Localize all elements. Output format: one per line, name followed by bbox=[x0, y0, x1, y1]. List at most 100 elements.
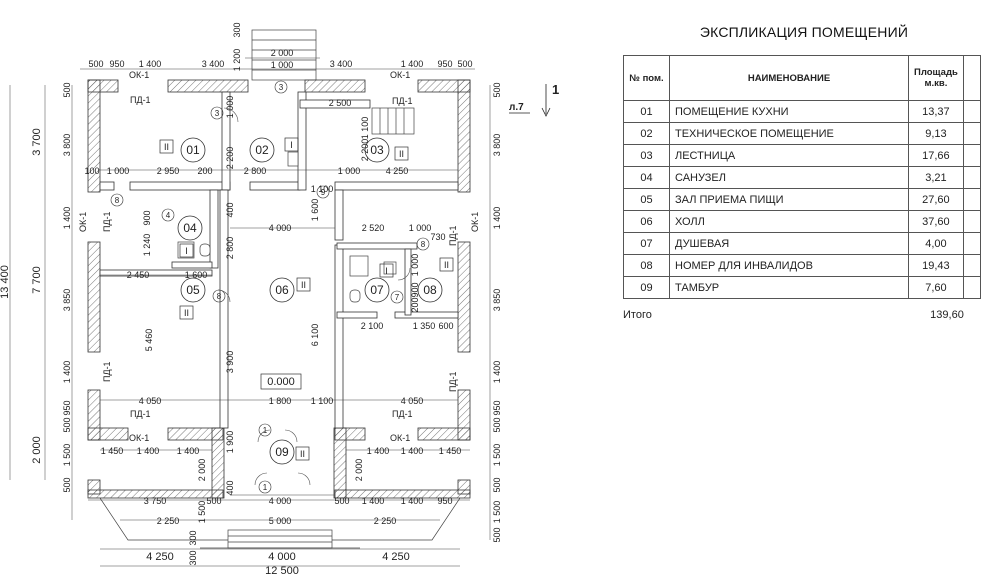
row-extra bbox=[962, 188, 981, 211]
row-name: ЗАЛ ПРИЕМА ПИЩИ bbox=[669, 188, 909, 211]
svg-text:500: 500 bbox=[62, 417, 72, 432]
row-area: 13,37 bbox=[908, 100, 964, 123]
row-area: 37,60 bbox=[908, 210, 964, 233]
svg-text:1 200: 1 200 bbox=[232, 49, 242, 72]
svg-text:730: 730 bbox=[430, 232, 445, 242]
svg-text:3: 3 bbox=[215, 109, 220, 118]
svg-text:1 000: 1 000 bbox=[410, 254, 420, 277]
svg-text:ПД-1: ПД-1 bbox=[130, 95, 151, 105]
svg-text:3 900: 3 900 bbox=[225, 351, 235, 374]
svg-text:2 000: 2 000 bbox=[354, 459, 364, 482]
svg-text:II: II bbox=[164, 142, 169, 152]
svg-text:4 000: 4 000 bbox=[269, 223, 292, 233]
svg-text:7 700: 7 700 bbox=[31, 266, 43, 294]
room-label-09: 09 bbox=[269, 439, 295, 465]
svg-text:II: II bbox=[184, 308, 189, 318]
svg-text:1 600: 1 600 bbox=[310, 199, 320, 222]
svg-text:1: 1 bbox=[552, 82, 559, 97]
table-row: 02 ТЕХНИЧЕСКОЕ ПОМЕЩЕНИЕ 9,13 bbox=[623, 122, 981, 145]
svg-text:04: 04 bbox=[183, 221, 197, 235]
svg-text:4 000: 4 000 bbox=[269, 496, 292, 506]
svg-text:1 400: 1 400 bbox=[139, 59, 162, 69]
table-row: 04 САНУЗЕЛ 3,21 bbox=[623, 166, 981, 189]
row-extra bbox=[962, 210, 981, 233]
dims-left-overall: 13 400 3 700 7 700 2 000 bbox=[0, 128, 43, 464]
section-cut: 1 л.7 bbox=[509, 82, 559, 117]
svg-text:2 500: 2 500 bbox=[329, 98, 352, 108]
svg-text:1 500: 1 500 bbox=[492, 501, 502, 524]
class-mark-text: II I II I II II I II II bbox=[164, 140, 449, 459]
svg-text:3: 3 bbox=[279, 83, 284, 92]
dims-right-inner: 500 3 800 1 400 3 850 1 400 950 500 1 50… bbox=[492, 82, 502, 542]
row-name: ПОМЕЩЕНИЕ КУХНИ bbox=[669, 100, 909, 123]
stairs-interior bbox=[371, 107, 415, 135]
row-area: 27,60 bbox=[908, 188, 964, 211]
row-name: ХОЛЛ bbox=[669, 210, 909, 233]
svg-text:500: 500 bbox=[62, 477, 72, 492]
svg-text:08: 08 bbox=[423, 283, 437, 297]
room-labels: 01 02 03 04 05 06 07 08 bbox=[177, 137, 443, 465]
svg-text:ПД-1: ПД-1 bbox=[130, 409, 151, 419]
header-area: Площадь м.кв. bbox=[908, 55, 964, 101]
room-label-01: 01 bbox=[180, 137, 206, 163]
svg-text:ОК-1: ОК-1 bbox=[129, 433, 149, 443]
svg-text:8: 8 bbox=[421, 240, 426, 249]
row-extra bbox=[962, 166, 981, 189]
table-row: 09 ТАМБУР 7,60 bbox=[623, 276, 981, 299]
svg-text:100: 100 bbox=[84, 166, 99, 176]
total-label: Итого bbox=[623, 309, 652, 321]
svg-text:1 400: 1 400 bbox=[401, 59, 424, 69]
dimension-lines bbox=[9, 57, 491, 567]
header-extra bbox=[962, 55, 981, 101]
svg-text:3 700: 3 700 bbox=[31, 128, 43, 156]
svg-text:2 200: 2 200 bbox=[225, 147, 235, 170]
room-label-02: 02 bbox=[249, 137, 275, 163]
svg-text:500: 500 bbox=[492, 477, 502, 492]
svg-text:09: 09 bbox=[275, 445, 289, 459]
svg-text:ПД-1: ПД-1 bbox=[448, 371, 458, 392]
svg-text:1 400: 1 400 bbox=[367, 446, 390, 456]
svg-text:ОК-1: ОК-1 bbox=[390, 70, 410, 80]
svg-text:1 400: 1 400 bbox=[62, 207, 72, 230]
room-label-08: 08 bbox=[417, 277, 443, 303]
row-num: 01 bbox=[623, 100, 670, 123]
row-num: 07 bbox=[623, 232, 670, 255]
svg-text:1 100: 1 100 bbox=[311, 184, 334, 194]
row-num: 05 bbox=[623, 188, 670, 211]
svg-text:950: 950 bbox=[437, 59, 452, 69]
table-header-row: № пом. НАИМЕНОВАНИЕ Площадь м.кв. bbox=[623, 55, 981, 101]
row-num: 08 bbox=[623, 254, 670, 277]
svg-text:8: 8 bbox=[115, 196, 120, 205]
svg-text:300: 300 bbox=[188, 550, 198, 565]
svg-text:ПД-1: ПД-1 bbox=[102, 361, 112, 382]
svg-text:950: 950 bbox=[62, 400, 72, 415]
svg-text:1 000: 1 000 bbox=[338, 166, 361, 176]
svg-text:II: II bbox=[444, 260, 449, 270]
svg-text:06: 06 bbox=[275, 283, 289, 297]
dims-left-inner: 500 3 800 1 400 3 850 1 400 950 500 1 50… bbox=[62, 82, 72, 492]
table-row: 01 ПОМЕЩЕНИЕ КУХНИ 13,37 bbox=[623, 100, 981, 123]
svg-text:400: 400 bbox=[225, 202, 235, 217]
row-area: 17,66 bbox=[908, 144, 964, 167]
svg-text:1 100: 1 100 bbox=[311, 396, 334, 406]
header-num: № пом. bbox=[623, 55, 670, 101]
svg-text:3 800: 3 800 bbox=[62, 134, 72, 157]
svg-text:ОК-1: ОК-1 bbox=[390, 433, 410, 443]
svg-text:1 000: 1 000 bbox=[225, 96, 235, 119]
row-name: ТАМБУР bbox=[669, 276, 909, 299]
level-mark: 0.000 bbox=[260, 373, 302, 390]
svg-text:5 000: 5 000 bbox=[269, 516, 292, 526]
row-name: САНУЗЕЛ bbox=[669, 166, 909, 189]
svg-text:950: 950 bbox=[492, 400, 502, 415]
class-marks bbox=[159, 137, 454, 461]
stairs-top bbox=[251, 29, 317, 81]
room-label-04: 04 bbox=[177, 215, 203, 241]
svg-text:1 400: 1 400 bbox=[492, 361, 502, 384]
door-markers: 3 3 8 4 8 9 8 7 1 1 bbox=[110, 80, 430, 494]
row-extra bbox=[962, 144, 981, 167]
row-extra bbox=[962, 122, 981, 145]
svg-text:400: 400 bbox=[225, 480, 235, 495]
row-name: ЛЕСТНИЦА bbox=[669, 144, 909, 167]
svg-text:900: 900 bbox=[142, 210, 152, 225]
svg-text:3 400: 3 400 bbox=[330, 59, 353, 69]
